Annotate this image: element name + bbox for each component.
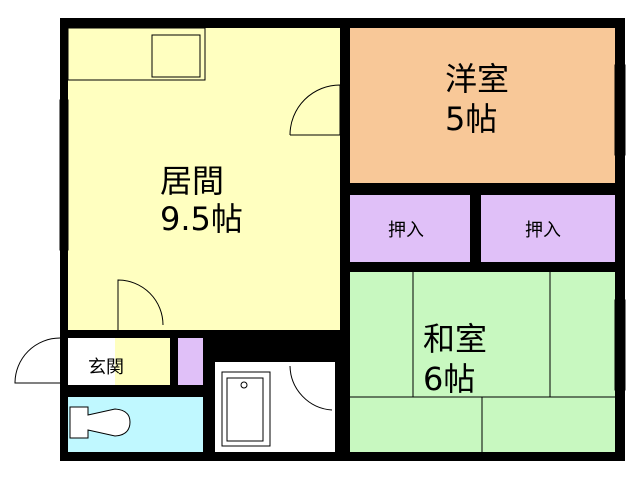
sink [151, 34, 201, 78]
western-room [350, 28, 615, 183]
bathtub-inner [226, 377, 264, 442]
bath-door [289, 365, 333, 411]
door-swing [117, 279, 164, 330]
japanese-room-label: 和室 6帖 [423, 320, 497, 398]
entrance-label: 玄関 [88, 357, 124, 378]
closet-right-label: 押入 [525, 220, 561, 241]
closet-left [350, 195, 470, 262]
windows [59, 64, 626, 391]
western-room-label: 洋室 5帖 [445, 60, 519, 138]
shoe-closet [178, 338, 203, 385]
entry-door [14, 337, 61, 384]
living-room-label: 居間 9.5帖 [160, 162, 243, 238]
closet-left-label: 押入 [388, 220, 424, 241]
kitchen-counter [67, 27, 206, 81]
bathtub [221, 371, 271, 447]
entrance-step [115, 338, 170, 385]
toilet-icon [69, 406, 131, 439]
door-swing [289, 84, 341, 136]
living-room [68, 28, 340, 330]
bathroom [215, 362, 335, 452]
closet-right [481, 195, 615, 262]
drain [240, 381, 248, 389]
tatami-lines [350, 272, 615, 452]
